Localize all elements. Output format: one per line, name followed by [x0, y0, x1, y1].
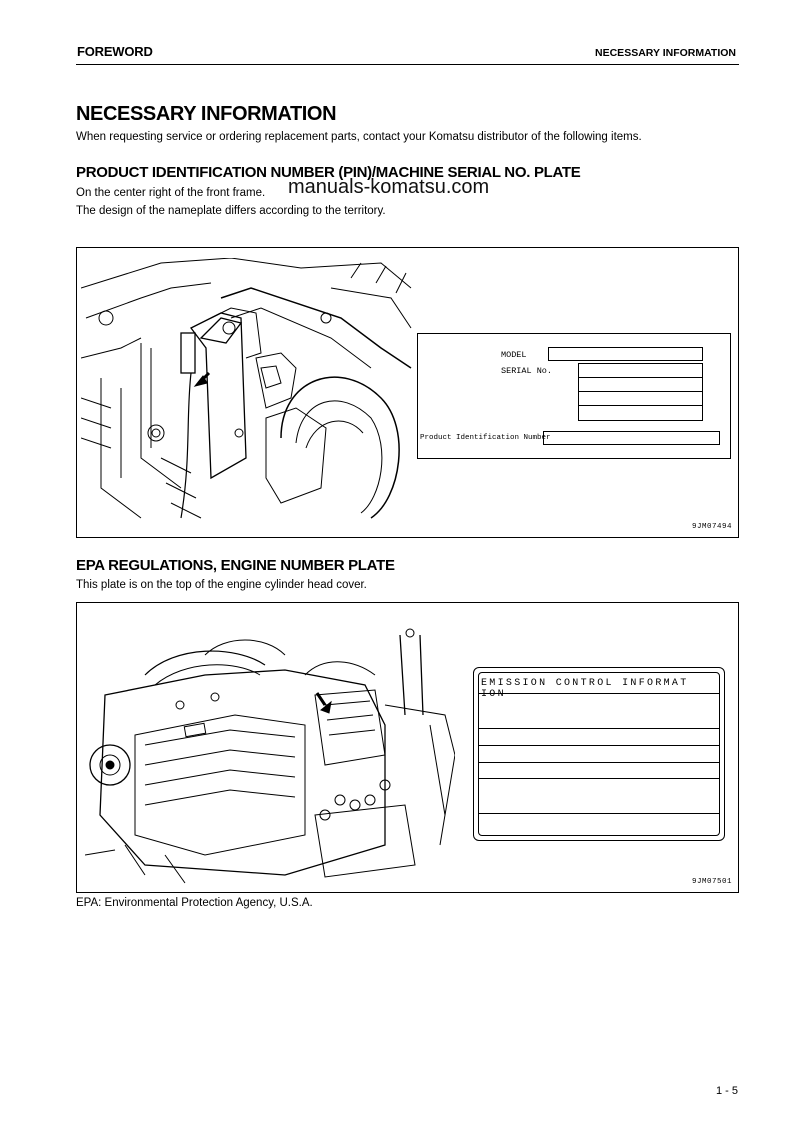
- plate-serial-label-text: SERIAL No.: [501, 366, 553, 376]
- section2-line1: This plate is on the top of the engine c…: [76, 579, 367, 591]
- header-rule: [76, 64, 739, 65]
- section1-line2: The design of the nameplate differs acco…: [76, 205, 386, 217]
- intro-text: When requesting service or ordering repl…: [76, 131, 642, 143]
- pin-plate: MODEL SERIAL No. Product Identification …: [417, 333, 731, 459]
- running-header-right: NECESSARY INFORMATION: [595, 47, 736, 59]
- section1-heading: PRODUCT IDENTIFICATION NUMBER (PIN)/MACH…: [76, 164, 581, 181]
- figure-emission-plate: EMISSION CONTROL INFORMAT ION 9JM07501: [76, 602, 739, 893]
- emission-plate: EMISSION CONTROL INFORMAT ION: [473, 667, 725, 841]
- figure-pin-plate: MODEL SERIAL No. Product Identification …: [76, 247, 739, 538]
- engine-illustration: [85, 628, 455, 884]
- plate-serial-fields: [578, 363, 703, 421]
- page-number: 1 - 5: [715, 1085, 738, 1097]
- plate-model-field: [548, 347, 703, 361]
- figure1-code: 9JM07494: [691, 523, 732, 531]
- front-frame-illustration: [81, 258, 412, 519]
- section2-heading: EPA REGULATIONS, ENGINE NUMBER PLATE: [76, 557, 395, 574]
- running-header-left: FOREWORD: [77, 44, 153, 59]
- emission-plate-title: EMISSION CONTROL INFORMAT ION: [481, 678, 689, 700]
- epa-note: EPA: Environmental Protection Agency, U.…: [76, 897, 313, 909]
- plate-pin-field: [543, 431, 720, 445]
- section1-line1: On the center right of the front frame.: [76, 187, 266, 199]
- plate-pin-label: Product Identification Number: [420, 434, 551, 442]
- plate-model-label: MODEL: [501, 350, 527, 360]
- watermark: manuals-komatsu.com: [288, 176, 490, 198]
- figure2-code: 9JM07501: [691, 878, 732, 886]
- page-title: NECESSARY INFORMATION: [76, 103, 337, 125]
